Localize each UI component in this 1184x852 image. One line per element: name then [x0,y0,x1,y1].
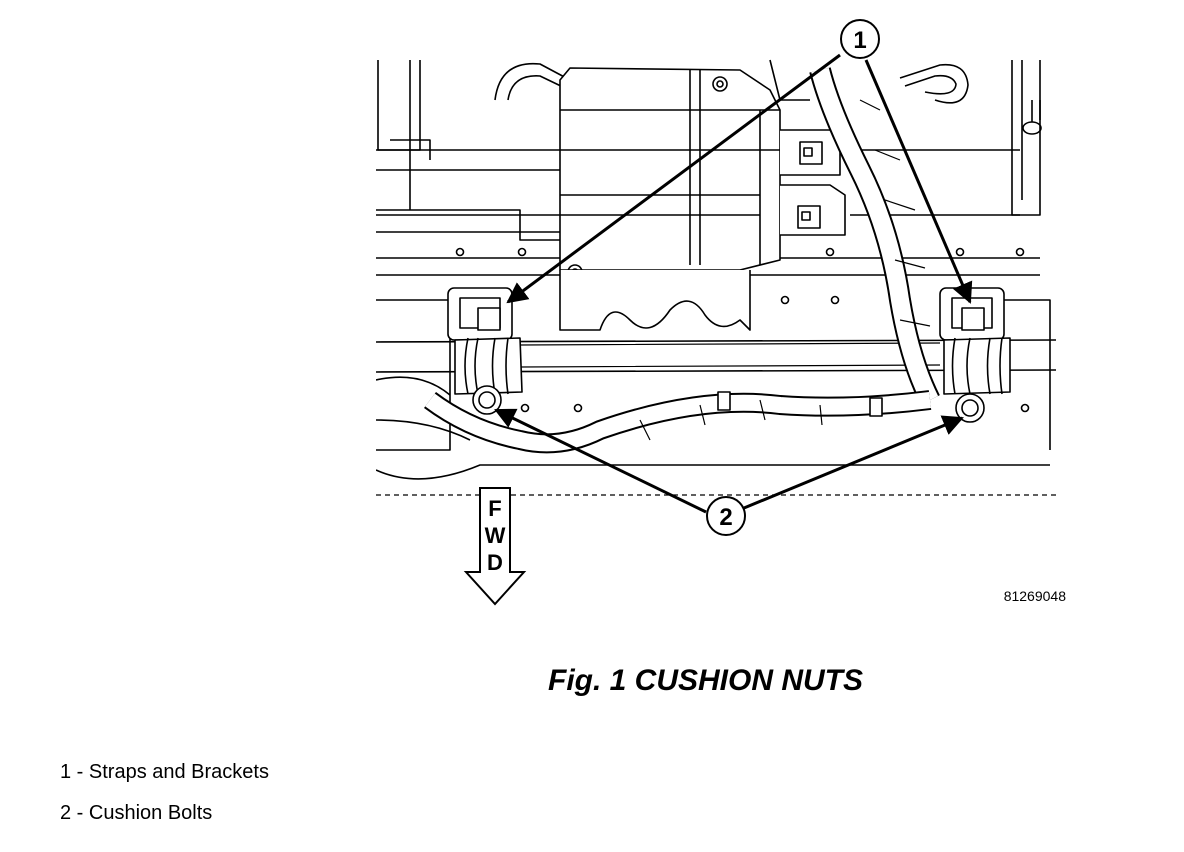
legend-item-cushion-bolts: 2 - Cushion Bolts [60,802,213,824]
figure-part-number: 81269048 [1004,588,1067,604]
seat-module [559,67,846,331]
arrow-2-to-left-bolt [494,408,707,514]
arrow-1-to-right-strap [864,59,973,304]
legend-item-straps-and-brackets: 1 - Straps and Brackets [60,761,269,783]
wire-harness [424,67,940,454]
callout-2-number: 2 [719,504,732,531]
forward-direction-arrow: F W D [463,487,527,606]
callout-2: 2 [706,496,746,536]
arrow-2-to-right-bolt [743,415,964,510]
arrow-1-to-left-strap [506,53,841,304]
right-cushion-mount [939,287,1011,423]
figure-caption: Fig. 1 CUSHION NUTS [548,664,864,697]
forward-letter-d: D [487,550,503,575]
callout-1-number: 1 [853,27,866,54]
callout-1: 1 [840,19,880,59]
left-cushion-mount [447,287,523,415]
callout-arrows [494,53,973,514]
frame-holes [455,247,1030,413]
forward-letter-f: F [488,496,501,521]
forward-letter-w: W [485,523,506,548]
